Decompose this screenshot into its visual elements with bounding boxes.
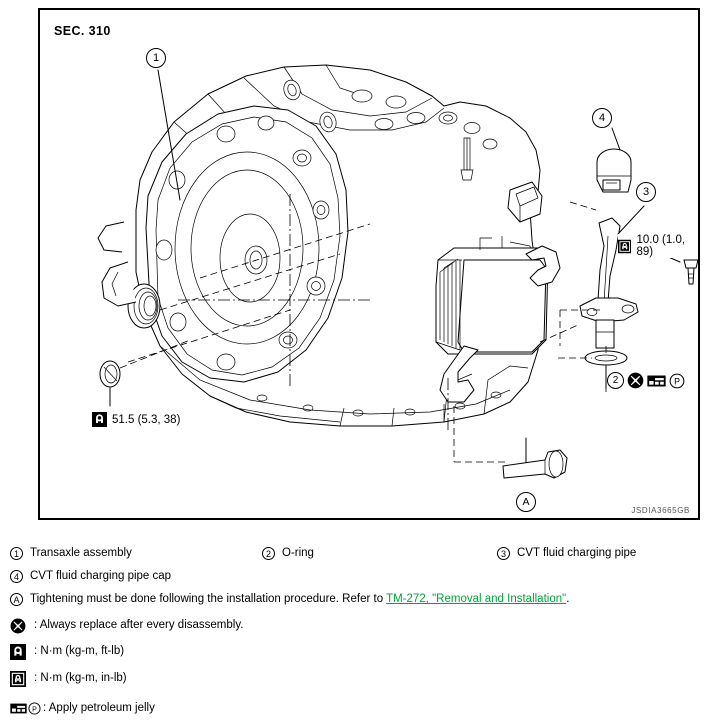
transaxle-assembly-art	[97, 64, 543, 427]
legend-block: 1 Transaxle assembly 2 O-ring 3 CVT flui…	[0, 538, 717, 728]
legend-item-3: 3 CVT fluid charging pipe	[497, 546, 636, 560]
p-circle-icon: P	[28, 702, 41, 715]
tm-272-link[interactable]: TM-272, "Removal and Installation"	[386, 593, 567, 605]
figure-frame: SEC. 310 .ln{fill:none;stroke:#000;strok…	[38, 8, 700, 520]
callout-A: A	[516, 492, 536, 512]
figure-id: JSDIA3665GB	[631, 506, 690, 515]
legend-callout-3: 3	[497, 547, 510, 560]
callout-3: 3	[636, 182, 656, 202]
pipe-bolt	[683, 259, 698, 285]
legend-symbol-inlb-text: : N·m (kg-m, in-lb)	[34, 672, 127, 684]
legend-callout-a: A	[10, 593, 23, 606]
legend-symbol-replace: : Always replace after every disassembly…	[10, 618, 243, 634]
legend-symbol-inlb: : N·m (kg-m, in-lb)	[10, 671, 127, 687]
cvt-fluid-charging-pipe	[579, 217, 639, 349]
legend-symbol-jelly-text: : Apply petroleum jelly	[43, 702, 155, 714]
oil-seal-bore	[127, 283, 161, 329]
note-a-after: .	[566, 593, 570, 605]
section-label: SEC. 310	[54, 24, 111, 38]
svg-text:P: P	[32, 705, 37, 713]
legend-label-2: O-ring	[282, 547, 314, 559]
callout-2: 2	[607, 372, 624, 389]
torque-spec-ftlb: 51.5 (5.3, 38)	[92, 412, 181, 427]
petroleum-jelly-icon	[647, 375, 666, 386]
legend-label-1: Transaxle assembly	[30, 547, 132, 559]
p-circle-icon: P	[669, 373, 685, 388]
legend-callout-2: 2	[262, 547, 275, 560]
bell-housing	[97, 105, 349, 383]
legend-symbol-jelly: P : Apply petroleum jelly	[10, 701, 155, 715]
legend-callout-4: 4	[10, 570, 23, 583]
mounting-bolt	[502, 449, 568, 479]
torque-ftlb-icon	[92, 412, 107, 427]
torque-inlb-value: 10.0 (1.0, 89)	[636, 234, 686, 258]
svg-text:P: P	[674, 376, 680, 386]
legend-label-4: CVT fluid charging pipe cap	[30, 570, 172, 582]
torque-spec-inlb: 10.0 (1.0, 89)	[618, 234, 698, 258]
legend-symbol-replace-text: : Always replace after every disassembly…	[34, 619, 244, 631]
legend-item-2: 2 O-ring	[262, 546, 314, 560]
legend-label-3: CVT fluid charging pipe	[517, 547, 637, 559]
torque-ftlb-icon	[10, 644, 26, 660]
legend-note-a: A Tightening must be done following the …	[10, 592, 569, 606]
replace-always-icon	[627, 372, 644, 389]
petroleum-jelly-icon	[10, 703, 27, 714]
torque-inlb-icon	[10, 671, 26, 687]
legend-symbol-ftlb: : N·m (kg-m, ft-lb)	[10, 644, 124, 660]
legend-symbol-ftlb-text: : N·m (kg-m, ft-lb)	[34, 645, 125, 657]
legend-callout-1: 1	[10, 547, 23, 560]
seal-ring-part	[99, 360, 121, 388]
callout-1: 1	[146, 48, 166, 68]
callout-4: 4	[592, 108, 612, 128]
oil-cooler-assembly	[435, 236, 561, 403]
legend-item-4: 4 CVT fluid charging pipe cap	[10, 569, 171, 583]
charging-pipe-cap	[596, 148, 632, 193]
jelly-symbol-pair: P	[10, 702, 41, 715]
replace-always-icon	[10, 618, 26, 634]
legend-note-a-text: Tightening must be done following the in…	[23, 592, 569, 606]
torque-ftlb-value: 51.5 (5.3, 38)	[112, 413, 181, 426]
exploded-view-drawing: .ln{fill:none;stroke:#000;stroke-width:1…	[97, 64, 698, 479]
o-ring-symbol-group: 2 P	[607, 372, 685, 389]
note-a-before: Tightening must be done following the in…	[30, 593, 387, 605]
legend-item-1: 1 Transaxle assembly	[10, 546, 132, 560]
torque-inlb-icon	[618, 239, 632, 253]
